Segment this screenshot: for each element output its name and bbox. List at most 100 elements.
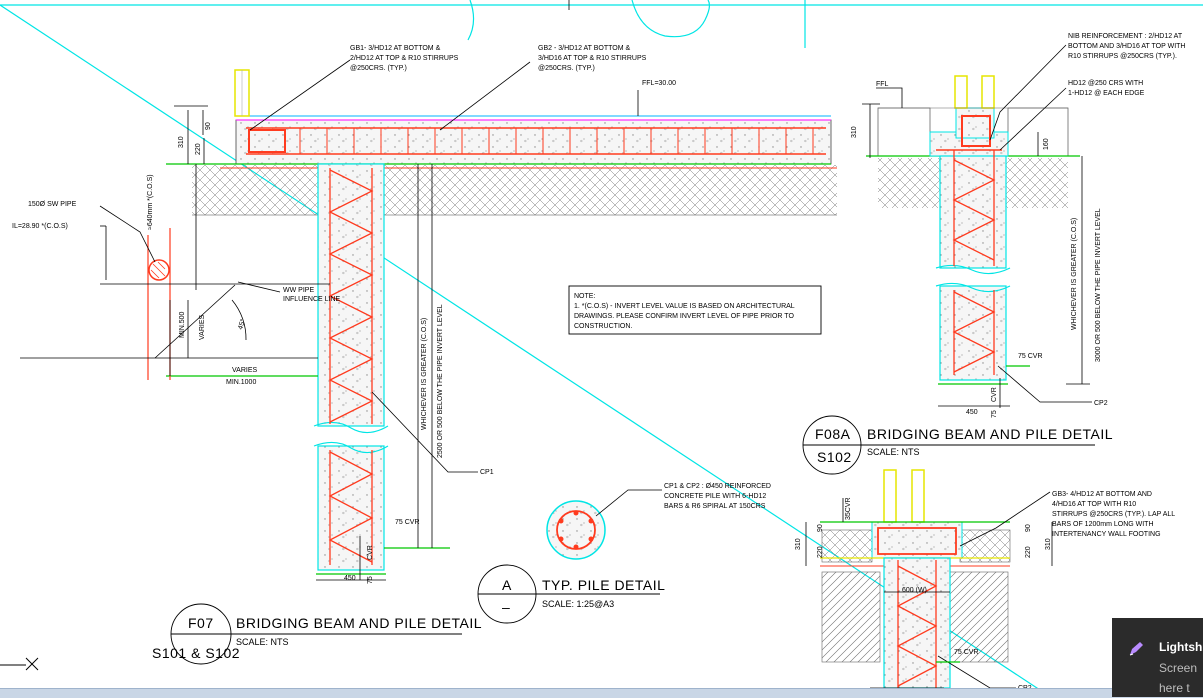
dim-450-right: 450 <box>966 409 978 416</box>
pile-note-2: CONCRETE PILE WITH 6-HD12 <box>664 493 766 500</box>
f07-code: F07 <box>188 615 214 631</box>
cp1-label: CP1 <box>480 469 494 476</box>
pile-section-detail: CP1 & CP2 : Ø450 REINFORCED CONCRETE PIL… <box>477 483 771 624</box>
a-sheet: – <box>502 599 510 615</box>
dim-75: 75 <box>367 576 374 584</box>
f08a-title: BRIDGING BEAM AND PILE DETAIL <box>867 426 1113 442</box>
note-line-3: DRAWINGS. PLEASE CONFIRM INVERT LEVEL OF… <box>574 313 794 320</box>
f07-title: BRIDGING BEAM AND PILE DETAIL <box>236 615 482 631</box>
cvr-75-bottom: 75 CVR <box>954 649 979 656</box>
toast-line-1: Screen <box>1159 661 1198 675</box>
dim-90: 90 <box>205 122 212 130</box>
f07-sheet: S101 & S102 <box>152 645 240 661</box>
pile-cp2-lower <box>939 285 1007 381</box>
dim-75-right: 75 <box>991 410 998 418</box>
cvr-v-right: CVR <box>991 387 998 402</box>
gb3-note-1: GB3- 4/HD12 AT BOTTOM AND <box>1052 491 1152 498</box>
cvr-35: 35CVR <box>845 497 852 520</box>
dim-220: 220 <box>195 143 202 155</box>
ucs-cross-icon <box>0 657 39 671</box>
toast-title: Lightsh <box>1159 640 1203 654</box>
hd12-note-2: 1-HD12 @ EACH EDGE <box>1068 90 1145 97</box>
note-line-4: CONSTRUCTION. <box>574 323 632 330</box>
gb3-rebar <box>877 527 957 555</box>
f08a-sheet: S102 <box>817 449 852 465</box>
gb3-note-5: INTERTENANCY WALL FOOTING <box>1052 531 1161 538</box>
f08a-scale: SCALE: NTS <box>867 447 920 457</box>
f07-detail: GB1- 3/HD12 AT BOTTOM & 2/HD12 AT TOP & … <box>12 45 837 665</box>
hd12-note-1: HD12 @250 CRS WITH <box>1068 80 1143 87</box>
ground-beam <box>235 119 832 165</box>
pile-note-3: BARS & R6 SPIRAL AT 150CRS <box>664 503 766 510</box>
nib-note-1: NIB REINFORCEMENT : 2/HD12 AT <box>1068 33 1183 40</box>
angle-45: 45° <box>236 318 247 331</box>
cvr-75: 75 CVR <box>395 519 420 526</box>
gb1-note-3: @250CRS. (TYP.) <box>350 65 407 72</box>
ffl-right: FFL <box>876 81 889 88</box>
dim-310-br: 310 <box>1045 538 1052 550</box>
pile-spiral <box>328 168 374 565</box>
dim-310-right: 310 <box>851 126 858 138</box>
pipe-label: 150Ø SW PIPE <box>28 201 77 208</box>
dim-310: 310 <box>178 136 185 148</box>
dim-450: 450 <box>344 575 356 582</box>
taskbar <box>0 688 1203 698</box>
pile-cp2-bottom <box>883 557 951 689</box>
gb3-note-3: STIRRUPS @250CRS (TYP.). LAP ALL <box>1052 511 1175 518</box>
dim-220-bl: 220 <box>817 546 824 558</box>
gb3-detail: GB3- 4/HD12 AT BOTTOM AND 4/HD16 AT TOP … <box>795 469 1175 692</box>
gb3-note-2: 4/HD16 AT TOP WITH R10 <box>1052 501 1136 508</box>
gb1-note-2: 2/HD12 AT TOP & R10 STIRRUPS <box>350 55 459 62</box>
toast-line-2: here t <box>1159 681 1190 695</box>
pile-cp2-spiral <box>952 150 996 375</box>
ffl-level: FFL=30.00 <box>642 80 676 87</box>
a-code: A <box>502 577 512 593</box>
gb1-note-1: GB1- 3/HD12 AT BOTTOM & <box>350 45 441 52</box>
f07-scale: SCALE: NTS <box>236 637 289 647</box>
cvr-vertical: CVR <box>367 545 374 560</box>
pile-note-1: CP1 & CP2 : Ø450 REINFORCED <box>664 483 771 490</box>
pile-title: TYP. PILE DETAIL <box>542 577 665 593</box>
below-right: 3000 OR 500 BELOW THE PIPE INVERT LEVEL <box>1095 208 1102 362</box>
il-label: IL=28.90 *(C.O.S) <box>12 223 68 230</box>
whichever-greater: WHICHEVER IS GREATER (C.O.S) <box>421 318 428 430</box>
beam-stirrups <box>299 128 814 154</box>
f08a-detail: NIB REINFORCEMENT : 2/HD12 AT BOTTOM AND… <box>802 33 1185 475</box>
cp2-label: CP2 <box>1094 400 1108 407</box>
whichever-right: WHICHEVER IS GREATER (C.O.S) <box>1071 218 1078 330</box>
gb3-note-4: BARS OF 1200mm LONG WITH <box>1052 521 1154 528</box>
note-line-1: NOTE: <box>574 293 595 300</box>
dim-varies-h: VARIES <box>232 367 257 374</box>
f08a-code: F08A <box>815 426 851 442</box>
note-line-2: 1. *(C.O.S) - INVERT LEVEL VALUE IS BASE… <box>574 303 795 310</box>
cos-640: ≈640mm *(C.O.S) <box>147 174 154 230</box>
dim-varies-v: VARIES <box>199 315 206 340</box>
note-box: NOTE: 1. *(C.O.S) - INVERT LEVEL VALUE I… <box>568 285 822 335</box>
pen-icon <box>1129 642 1143 656</box>
pile-cp1-lower <box>317 445 385 571</box>
influence-line-2: INFLUENCE LINE <box>283 296 341 303</box>
dim-600w: 600 (W) <box>902 587 927 594</box>
dim-90-br: 90 <box>1025 524 1032 532</box>
dim-min500: MIN.500 <box>179 311 186 338</box>
gb2-note-2: 3/HD16 AT TOP & R10 STIRRUPS <box>538 55 647 62</box>
dim-220-br: 220 <box>1025 546 1032 558</box>
cvr-75-right: 75 CVR <box>1018 353 1043 360</box>
soil-hatch <box>192 165 837 215</box>
pile-scale: SCALE: 1:25@A3 <box>542 599 614 609</box>
pile-cp1-upper <box>317 163 385 427</box>
nib-rebar <box>961 115 991 147</box>
below-invert: 2500 OR 500 BELOW THE PIPE INVERT LEVEL <box>437 304 444 458</box>
gb2-note-3: @250CRS. (TYP.) <box>538 65 595 72</box>
beam-rebar <box>246 127 826 155</box>
dim-160: 160 <box>1043 138 1050 150</box>
nib-note-2: BOTTOM AND 3/HD16 AT TOP WITH <box>1068 43 1185 50</box>
gb2-note-1: GB2 - 3/HD12 AT BOTTOM & <box>538 45 631 52</box>
influence-line-1: WW PIPE <box>283 287 314 294</box>
dim-310-bl: 310 <box>795 538 802 550</box>
pile-cp2-upper <box>939 155 1007 269</box>
dim-min1000: MIN.1000 <box>226 379 256 386</box>
notification-toast[interactable]: Lightsh Screen here t <box>1112 618 1203 697</box>
dim-90-bl: 90 <box>817 524 824 532</box>
